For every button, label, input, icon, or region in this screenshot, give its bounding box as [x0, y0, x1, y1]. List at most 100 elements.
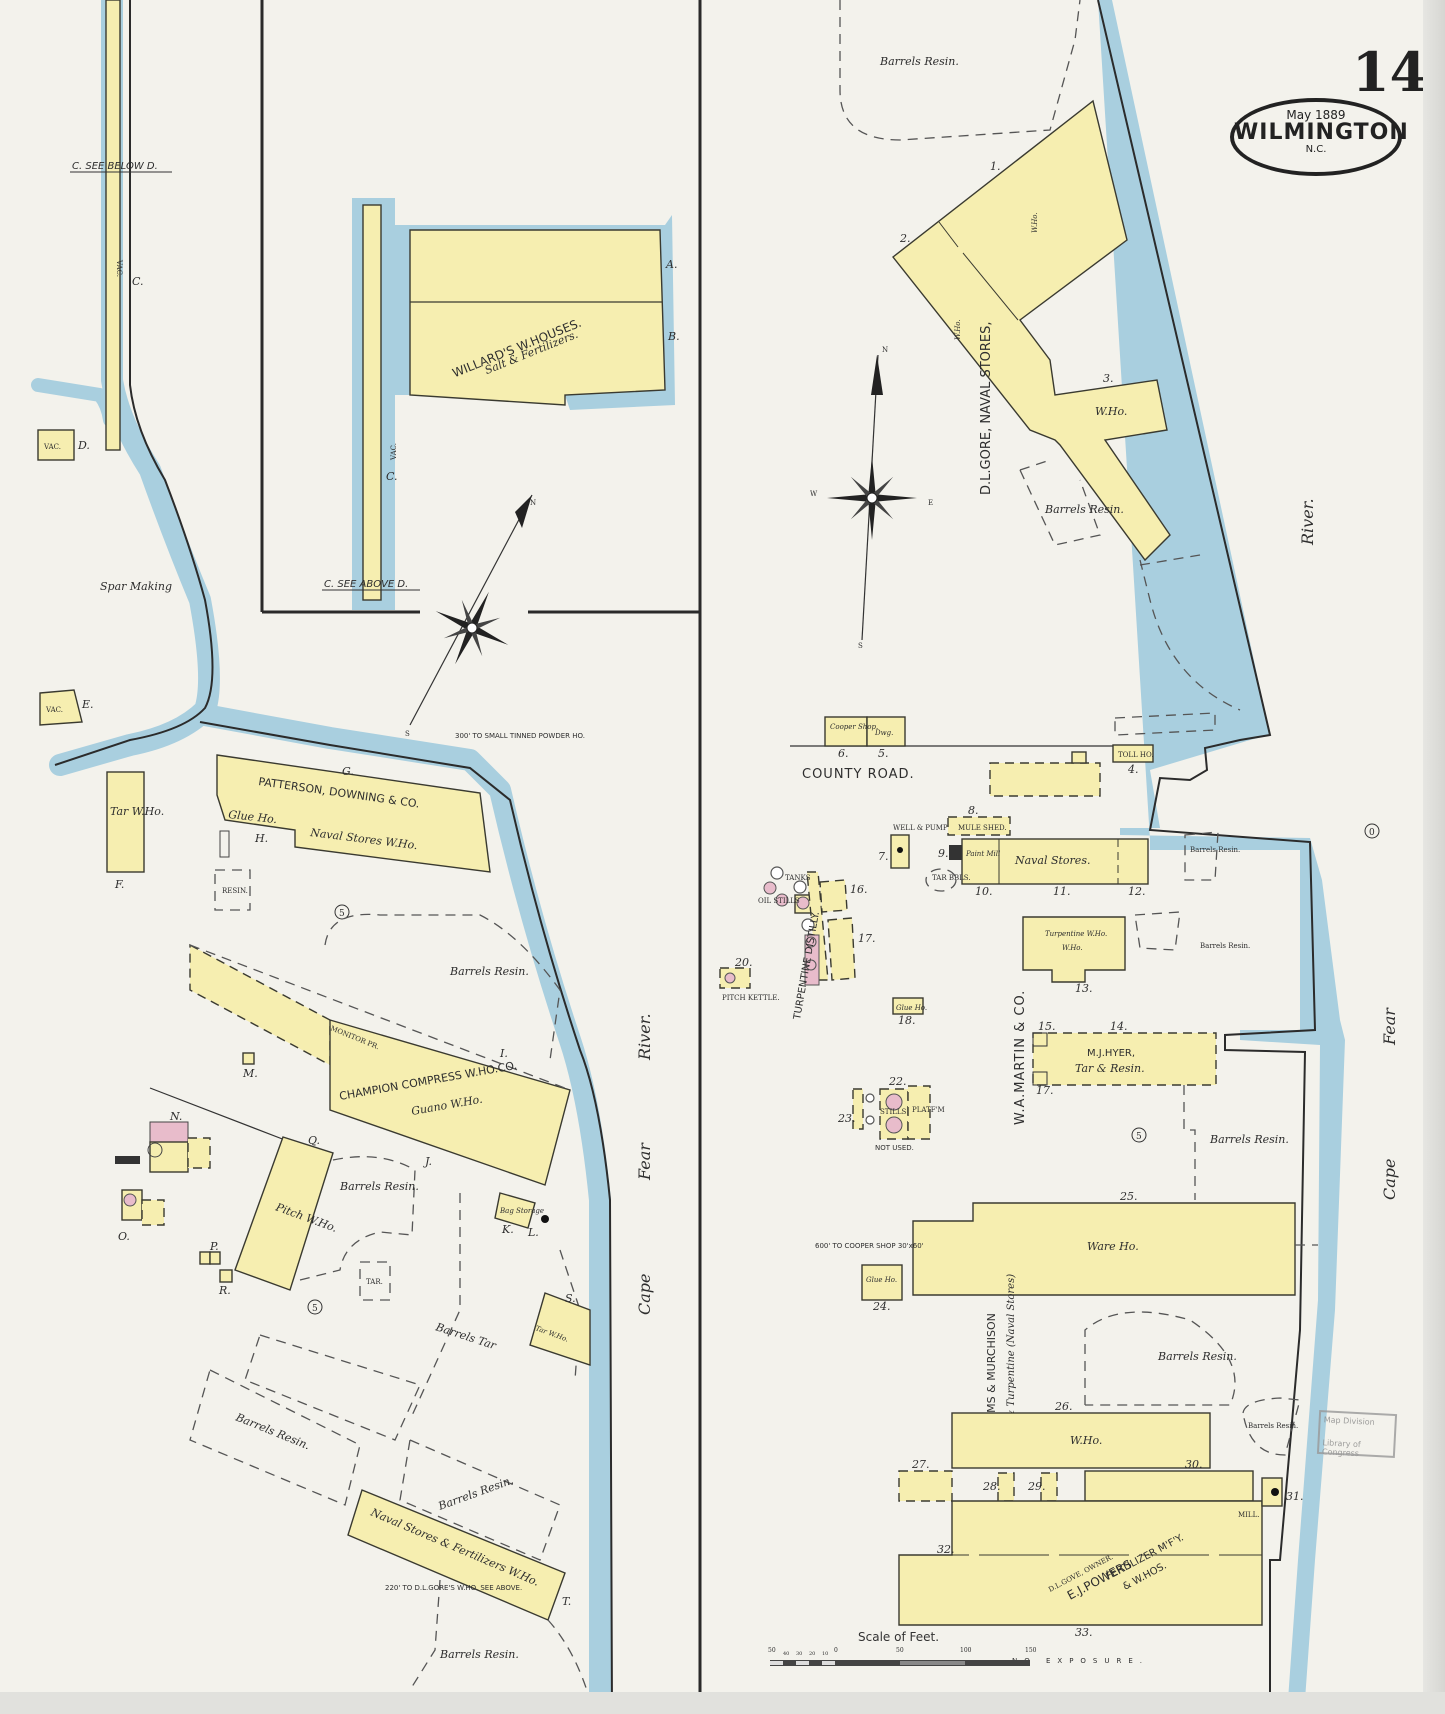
num-16: 17.: [1036, 1084, 1054, 1097]
oil-stills-label: OIL STILLS: [758, 897, 800, 905]
label-o: O.: [118, 1230, 130, 1243]
label-vac: VAC.: [390, 443, 398, 461]
compass-n: N: [530, 499, 536, 507]
fire-class-right: 5: [1136, 1132, 1142, 1142]
tick-50: 50: [896, 1647, 904, 1654]
scale-bar: 50 40 30 20 10 0 50 100 150: [768, 1647, 1037, 1666]
label-s: S.: [565, 1292, 576, 1305]
num-4: 4.: [1127, 763, 1139, 776]
stamp-line2: Library of Congress: [1321, 1438, 1361, 1459]
tar-label: TAR.: [366, 1278, 383, 1286]
num-3: 3.: [1103, 372, 1114, 385]
barrels-resin-hyer: Barrels Resin.: [1209, 1133, 1289, 1146]
sheet-number: 14: [1352, 40, 1428, 104]
barrels-resin-5: Barrels Resin.: [439, 1648, 519, 1661]
tick-40: 40: [783, 1651, 789, 1657]
num-31: 31.: [1286, 1490, 1304, 1503]
num-22: 22.: [888, 1075, 907, 1088]
mule-shed-label: MULE SHED.: [958, 824, 1007, 832]
hyer-use-label: Tar & Resin.: [1075, 1062, 1145, 1075]
label-l: L.: [527, 1226, 539, 1239]
who-26: W.Ho.: [1070, 1434, 1102, 1447]
num-33: 33.: [1075, 1626, 1093, 1639]
label-j: J.: [423, 1155, 432, 1168]
panel-frames: [260, 0, 702, 1700]
label-r: R.: [218, 1284, 231, 1297]
toll-ho-label: TOLL HO.: [1118, 751, 1154, 759]
stamp-line1: Map Division: [1323, 1415, 1375, 1427]
tick-150: 150: [1025, 1647, 1037, 1654]
num-1: 1.: [990, 160, 1001, 173]
num-15: 15.: [1038, 1020, 1056, 1033]
barrels-resin-1: Barrels Resin.: [449, 965, 529, 978]
fire-class-zero: 0: [1369, 828, 1375, 838]
barrels-resin-gore: Barrels Resin.: [1044, 503, 1124, 516]
compass-w-right: W: [810, 490, 818, 498]
num-32: 32.: [937, 1543, 955, 1556]
turp-who-2: W.Ho.: [1062, 944, 1083, 952]
num-13: 13.: [1075, 982, 1093, 995]
paint-mill-label: Paint Mill: [965, 850, 1000, 858]
label-a: A.: [665, 258, 677, 271]
label-f: F.: [114, 878, 124, 891]
num-11: 11.: [1053, 885, 1071, 898]
title-city: WILMINGTON: [1234, 120, 1409, 145]
num-14: 14.: [1110, 1020, 1128, 1033]
resin-label: RESIN.: [222, 887, 248, 895]
cooper-shop-label: Cooper Shop.: [830, 723, 878, 731]
spar-making-label: Spar Making: [100, 580, 172, 593]
river-river-left: River.: [635, 1013, 654, 1061]
page-edge-bottom: [0, 1692, 1445, 1714]
label-d: D.: [77, 439, 90, 452]
num-9: 9.: [938, 847, 949, 860]
naval-stores-label: Naval Stores.: [1014, 854, 1090, 867]
barrels-resin-31: Barrels Resin.: [1248, 1422, 1298, 1430]
num-7: 7.: [878, 850, 889, 863]
page-edge-right: [1423, 0, 1445, 1714]
label-t: T.: [562, 1595, 571, 1608]
glue-ho-label: Glue Ho.: [228, 808, 278, 826]
river-fear-left: Fear: [635, 1142, 654, 1181]
no-exposure-label: NO EXPOSURE.: [1012, 1657, 1149, 1665]
compass-s: S: [405, 730, 410, 738]
martin-label: W.A.MARTIN & CO.: [1013, 990, 1028, 1125]
tick-50l: 50: [768, 1647, 776, 1654]
tick-20: 20: [809, 1651, 815, 1657]
tick-10: 10: [822, 1651, 828, 1657]
tick-30: 30: [796, 1651, 802, 1657]
vac-label: VAC.: [115, 259, 123, 277]
stills-label: STILLS: [880, 1108, 907, 1116]
num-20: 18.: [898, 1014, 916, 1027]
label-e: E.: [81, 698, 94, 711]
title-date: May 1889: [1286, 108, 1346, 122]
turpentine-who-label: Turpentine W.Ho.: [1045, 930, 1107, 938]
scale-title: Scale of Feet.: [858, 1630, 940, 1644]
right-panel: Barrels Resin. D.L.GORE, NAVAL STORES, W…: [719, 0, 1399, 1665]
compass-n-right: N: [882, 346, 888, 354]
num-10: 10.: [975, 885, 993, 898]
label-m: M.: [242, 1067, 258, 1080]
barrels-resin-3: Barrels Resin.: [233, 1410, 312, 1452]
well-pump-label: WELL & PUMP: [893, 824, 948, 832]
tar-who-label: Tar W.Ho.: [110, 805, 164, 818]
tar-bbls-label: TAR BBLS.: [932, 874, 971, 882]
tanks-label: TANKS: [785, 874, 811, 882]
barrels-resin-2: Barrels Resin.: [339, 1180, 419, 1193]
num-29: 29.: [1027, 1480, 1046, 1493]
bag-storage-label: Bag Storage: [499, 1207, 544, 1215]
num-30: 30.: [1185, 1458, 1203, 1471]
county-road-label: COUNTY ROAD.: [802, 767, 915, 782]
match-line-above: C. SEE ABOVE D.: [324, 579, 408, 590]
num-28: 28.: [982, 1480, 1001, 1493]
num-2: 2.: [899, 232, 911, 245]
barrels-resin-r1: Barrels Resin.: [1190, 846, 1240, 854]
who-1: W.Ho.: [1031, 212, 1039, 233]
num-21: 20.: [734, 956, 753, 969]
compass-e-right: E: [928, 499, 933, 507]
mill-label: MILL.: [1238, 1511, 1259, 1519]
dwg-label: Dwg.: [874, 729, 893, 737]
turpentine-distillery: TANKS OIL STILLS TURPENTINE DISTILLY. 16…: [719, 866, 876, 1022]
label-h: H.: [254, 832, 268, 845]
num-23: 23.: [837, 1112, 856, 1125]
